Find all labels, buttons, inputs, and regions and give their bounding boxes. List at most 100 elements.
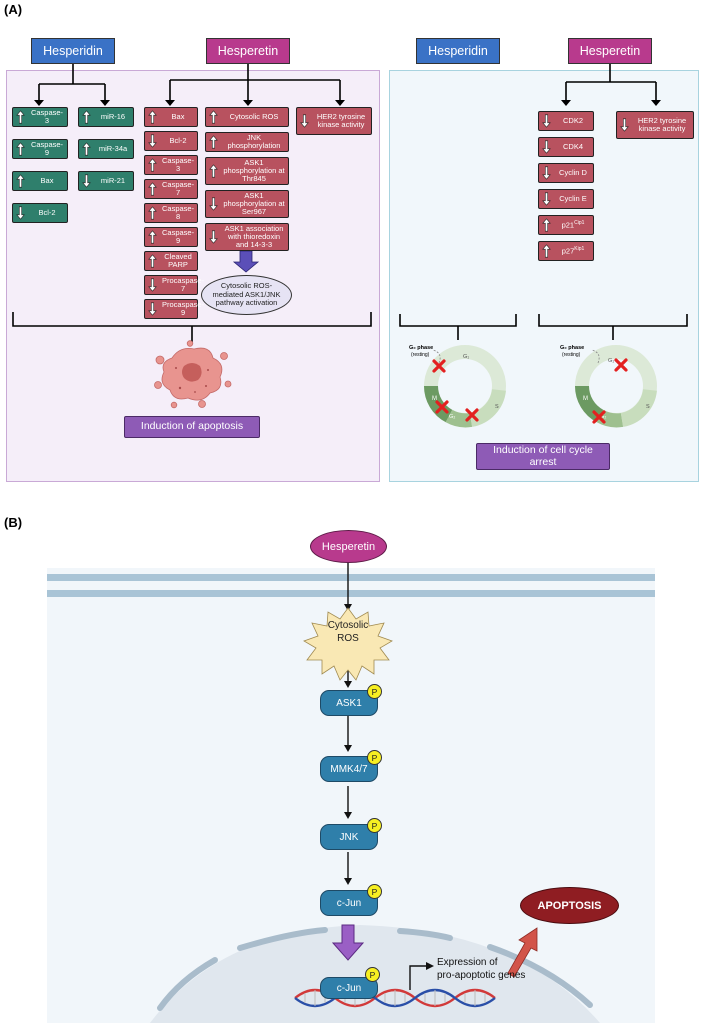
up-arrow-icon [148,158,157,172]
regulation-label: miR-21 [100,175,126,185]
regulation-box: Cyclin E [538,189,594,209]
cytosolic-ros-label: Cytosolic ROS [318,620,378,645]
regulation-box: Caspase-9 [12,139,68,159]
regulation-label: miR-34a [98,143,128,153]
g2-label: G₂ [449,414,455,420]
regulation-label: ASK1 phosphorylation at Ser967 [223,190,285,217]
phospho-badge-ask1: P [367,684,382,699]
regulation-label: JNK phosphorylation [227,132,281,150]
panel-b-label: (B) [4,515,23,530]
regulation-label: Caspase-7 [162,179,195,197]
ros-pathway-text: Cytosolic ROS-mediated ASK1/JNK pathway … [212,281,281,308]
panel-a-connectors [12,64,688,342]
down-arrow-icon [209,197,218,211]
up-arrow-icon [82,142,91,156]
down-arrow-icon [209,230,218,244]
expression-line-1: Expression of [437,957,498,968]
regulation-label: Bax [171,111,185,121]
regulation-box: Cyclin D [538,163,594,183]
induction-of-cell-cycle-arrest-label: Induction of cell cycle arrest [476,443,610,470]
g1-label: G₁ [463,354,469,360]
up-arrow-icon [209,110,218,124]
regulation-box: Cytosolic ROS [205,107,289,127]
g0-phase-label-right: G₀ phase [560,345,584,351]
regulation-box: miR-21 [78,171,134,191]
jnk-label: JNK [339,831,359,843]
regulation-label: Procaspase-7 [162,275,205,293]
m-label: M [432,396,437,402]
ask1-label: ASK1 [336,697,362,709]
regulation-box: Caspase-9 [144,227,198,247]
g1-label-right: G₁ [608,358,614,364]
regulation-label: Bax [40,175,54,185]
c-jun-label: c-Jun [336,897,362,909]
down-arrow-icon [620,118,629,132]
regulation-label: Caspase-3 [162,155,195,173]
regulation-label: Bcl-2 [169,135,187,145]
down-arrow-icon [148,134,157,148]
regulation-box: Bcl-2 [144,131,198,151]
phospho-badge-nuclear-c-jun: P [365,967,380,982]
down-arrow-icon [148,302,157,316]
regulation-box: Caspase-8 [144,203,198,223]
g0-phase-label: G₀ phase [409,345,433,351]
regulation-label: ASK1 phosphorylation at Thr845 [223,157,285,184]
up-arrow-icon [148,230,157,244]
regulation-label: Cyclin D [559,167,587,177]
down-arrow-icon [542,192,551,206]
s-label-right: S [646,404,650,410]
hesperidin-header-right: Hesperidin [416,38,500,64]
regulation-label: HER2 tyrosine kinase activity [637,115,687,133]
regulation-box: miR-16 [78,107,134,127]
regulation-box: p27Kip1 [538,241,594,261]
apoptotic-cell-illustration [154,340,232,409]
up-arrow-icon [209,164,218,178]
regulation-box: CDK4 [538,137,594,157]
induction-of-apoptosis-label: Induction of apoptosis [124,416,260,438]
hesperetin-header-right: Hesperetin [568,38,652,64]
regulation-box: Caspase-7 [144,179,198,199]
regulation-box: Cleaved PARP [144,251,198,271]
up-arrow-icon [16,174,25,188]
hesperetin-ellipse-b: Hesperetin [310,530,387,563]
up-arrow-icon [542,244,551,258]
up-arrow-icon [148,206,157,220]
regulation-label: p21Cip1 [561,219,585,230]
down-arrow-icon [542,166,551,180]
regulation-label: Cytosolic ROS [229,111,279,121]
down-arrow-icon [148,278,157,292]
regulation-box: ASK1 phosphorylation at Thr845 [205,157,289,185]
regulation-label: HER2 tyrosine kinase activity [316,111,366,129]
apoptosis-ellipse: APOPTOSIS [520,887,619,924]
panel-a-label: (A) [4,2,23,17]
regulation-label: Procaspase-9 [162,299,205,317]
resting-label-right: (resting) [562,352,581,358]
hesperidin-header-left: Hesperidin [31,38,115,64]
regulation-superscript: Cip1 [574,219,585,226]
resting-label: (resting) [411,352,430,358]
expression-text: Expression of pro-apoptotic genes [437,957,525,982]
g2-label-right: G₂ [600,414,606,420]
expression-line-2: pro-apoptotic genes [437,969,526,981]
up-arrow-icon [148,110,157,124]
hesperetin-header-left: Hesperetin [206,38,290,64]
down-arrow-icon [542,140,551,154]
regulation-label: Cleaved PARP [164,251,192,269]
phospho-badge-jnk: P [367,818,382,833]
nuclear-c-jun: c-Jun [320,977,378,999]
nuclear-c-jun-label: c-Jun [336,982,362,994]
phospho-badge-c-jun: P [367,884,382,899]
regulation-box: HER2 tyrosine kinase activity [296,107,372,135]
down-arrow-icon [300,114,309,128]
regulation-box: Bax [144,107,198,127]
jnk-kinase: JNK [320,824,378,850]
down-arrow-icon [82,174,91,188]
cell-cycle-diagram-right: G₀ phase (resting) G₁ S M G₂ [560,345,657,428]
regulation-label: Caspase-8 [162,203,195,221]
ros-starburst [303,607,393,681]
panel-b-scene [47,561,655,1023]
phospho-badge-mmk47: P [367,750,382,765]
regulation-label: Caspase-3 [30,107,64,125]
regulation-label: Caspase-9 [162,227,195,245]
up-arrow-icon [542,218,551,232]
